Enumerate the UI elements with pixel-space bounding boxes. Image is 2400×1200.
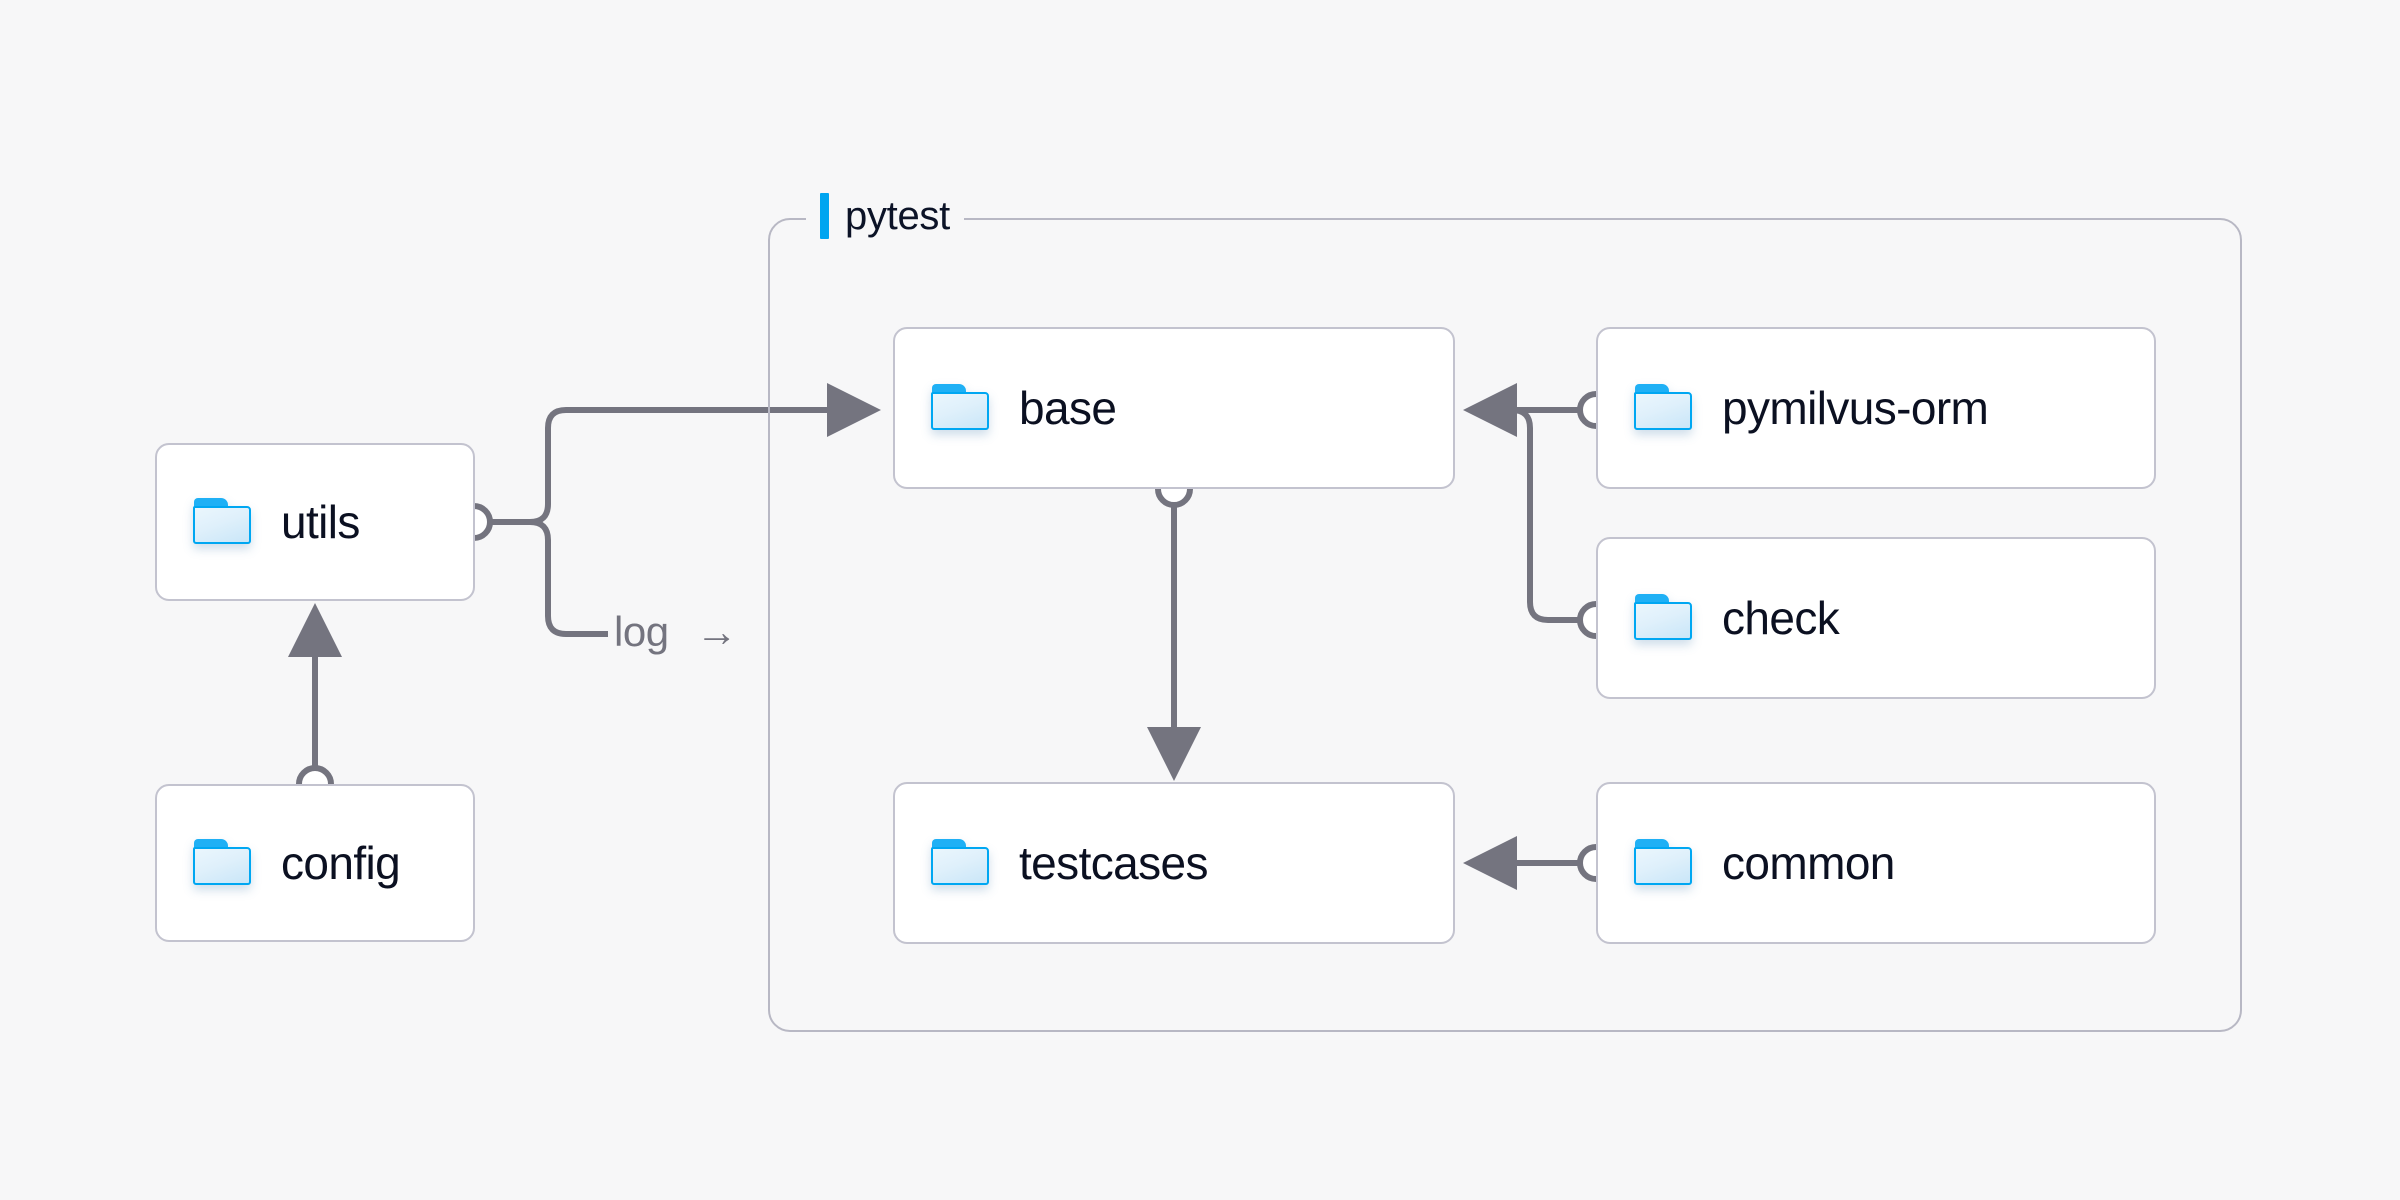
folder-icon [193, 839, 253, 887]
folder-icon [931, 384, 991, 432]
folder-icon [931, 839, 991, 887]
node-common[interactable]: common [1596, 782, 2156, 944]
node-config[interactable]: config [155, 784, 475, 942]
node-label-config: config [281, 837, 401, 889]
node-base[interactable]: base [893, 327, 1455, 489]
group-accent-bar-icon [820, 193, 829, 239]
arrow-right-icon: → [695, 608, 738, 655]
edge-label-log-text: log [614, 608, 669, 655]
node-label-pymilvus-orm: pymilvus-orm [1722, 382, 1989, 434]
node-pymilvus-orm[interactable]: pymilvus-orm [1596, 327, 2156, 489]
group-pytest[interactable] [768, 218, 2242, 1032]
group-pytest-label: pytest [806, 188, 964, 244]
group-pytest-title: pytest [845, 193, 950, 238]
node-utils[interactable]: utils [155, 443, 475, 601]
folder-icon [193, 498, 253, 546]
node-label-check: check [1722, 592, 1840, 644]
edge-label-log: log → [614, 608, 738, 656]
node-check[interactable]: check [1596, 537, 2156, 699]
node-label-common: common [1722, 837, 1895, 889]
folder-icon [1634, 384, 1694, 432]
node-testcases[interactable]: testcases [893, 782, 1455, 944]
folder-icon [1634, 594, 1694, 642]
folder-icon [1634, 839, 1694, 887]
node-label-testcases: testcases [1019, 837, 1209, 889]
node-label-base: base [1019, 382, 1117, 434]
node-label-utils: utils [281, 496, 360, 548]
edge-utils-to-log [492, 519, 608, 637]
